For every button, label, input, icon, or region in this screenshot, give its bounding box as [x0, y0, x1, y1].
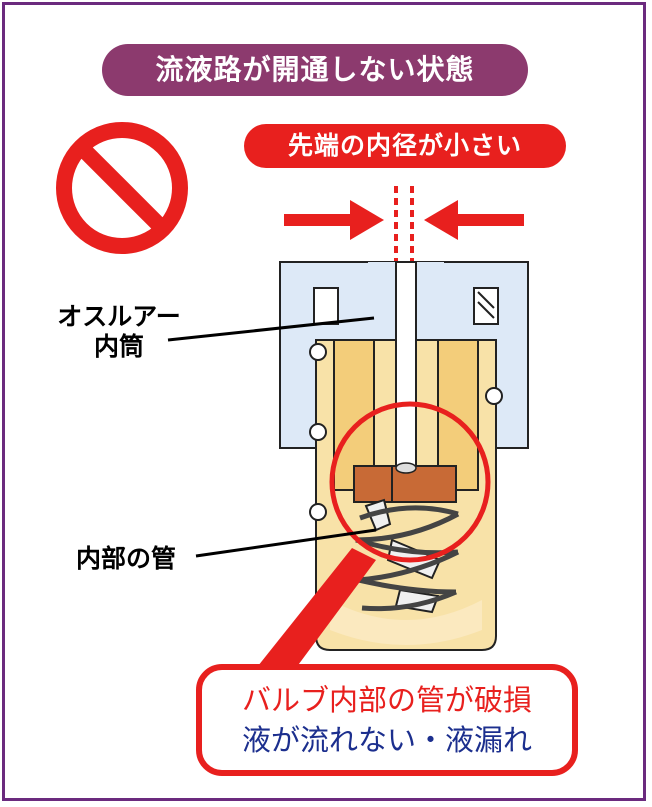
valve-disc: [353, 462, 457, 503]
highlight-circle: [329, 401, 491, 563]
spring: [355, 505, 460, 612]
housing-notches: [309, 343, 503, 521]
callout-line2: 液が流れない・液漏れ: [241, 723, 532, 757]
leader-inner-tube: [195, 528, 377, 558]
damage-callout: バルブ内部の管が破損 液が流れない・液漏れ: [196, 664, 578, 776]
compression-arrows: [284, 200, 524, 240]
leader-outer-cylinder: [167, 316, 375, 342]
callout-line1: バルブ内部の管が破損: [241, 683, 532, 717]
inner-tube-label: 内部の管: [76, 544, 177, 573]
outer-cylinder-label-line2: 内筒: [93, 332, 144, 361]
outer-cylinder-label: オスルアー 内筒: [44, 302, 194, 362]
outer-cylinder-label-line1: オスルアー: [57, 302, 181, 331]
prohibited-icon: [56, 122, 188, 254]
male-luer: [279, 261, 529, 473]
page-title: 流液路が開通しない状態: [102, 44, 528, 96]
subtitle-badge: 先端の内径が小さい: [244, 124, 566, 168]
inner-diameter-marker: [394, 186, 414, 262]
callout-pointer: [250, 548, 376, 676]
